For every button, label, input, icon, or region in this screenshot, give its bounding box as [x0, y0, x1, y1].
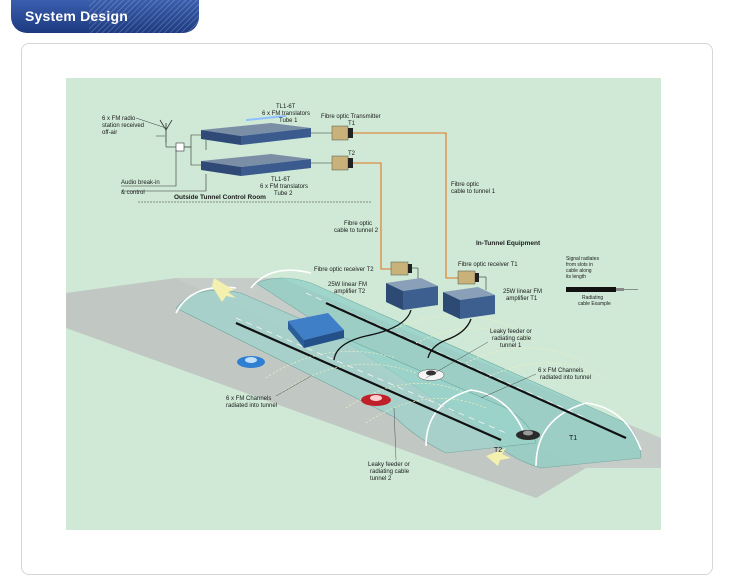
leaky-cable-2-label: Leaky feeder or radiating cable tunnel 2 — [368, 462, 411, 482]
amplifier-t2 — [386, 278, 438, 310]
control-room-label: Outside Tunnel Control Room — [174, 194, 266, 201]
fibre-transmitter-t1 — [331, 125, 353, 141]
fibre-cable-1-label: Fibre optic cable to tunnel 1 — [451, 182, 496, 195]
road-arrow-2 — [486, 448, 511, 466]
channels-t2-label: 6 x FM Channels radiated into tunnel — [226, 396, 277, 409]
tunnel-1-entrance — [535, 402, 642, 467]
translator-unit-2 — [201, 154, 311, 176]
receiver-t2-label: Fibre optic receiver T2 — [314, 267, 374, 273]
splitter-box — [175, 142, 185, 152]
fibre-receiver-t2 — [390, 261, 412, 276]
channels-t1-label: 6 x FM Channels radiated into tunnel — [538, 368, 591, 381]
car-icon-red — [361, 394, 391, 406]
diagram-svg: 6 x FM radio station received off-air Au… — [66, 104, 661, 498]
leaky-cable-tunnel-1 — [325, 301, 627, 440]
fibre-cable-to-tunnel-1 — [353, 132, 458, 279]
radiating-example-label: Radiating cable Example — [578, 295, 611, 307]
antenna-icon — [159, 119, 173, 143]
receiver-t1-label: Fibre optic receiver T1 — [458, 262, 518, 268]
translator-unit-1 — [201, 114, 311, 145]
road-arrow-1 — [212, 278, 236, 302]
radio-station-label: 6 x FM radio station received off-air — [102, 116, 146, 136]
section-tab: System Design — [11, 0, 199, 33]
car-icon-blue — [237, 356, 265, 368]
translator-2-label: TL1-6T 6 x FM translators Tube 2 — [260, 177, 310, 197]
leaky-cable-1-label: Leaky feeder or radiating cable tunnel 1 — [490, 329, 533, 349]
system-design-diagram: 6 x FM radio station received off-air Au… — [66, 78, 661, 530]
bus-icon — [288, 313, 344, 348]
signal-note-label: Signal radiates from slots in cable alon… — [566, 256, 600, 280]
radiating-cable-example — [566, 287, 638, 292]
fibre-transmitter-t2 — [331, 155, 353, 171]
tunnel-1-portal — [250, 269, 312, 289]
leaky-cable-tunnel-2 — [235, 321, 502, 442]
tunnel-2-entrance — [425, 389, 527, 447]
amplifier-t1 — [443, 287, 495, 319]
t2-label: T2 — [348, 151, 356, 157]
amp-t1-label: 25W linear FM amplifier T1 — [503, 289, 544, 302]
t1-label: T1 — [348, 121, 356, 127]
amp-t2-label: 25W linear FM amplifier T2 — [328, 282, 369, 295]
car-icon-dark — [516, 430, 540, 440]
translator-1-label: TL1-6T 6 x FM translators Tube 1 — [262, 104, 312, 124]
fibre-receiver-t1 — [457, 270, 479, 285]
fibre-cable-to-tunnel-2 — [353, 162, 391, 270]
fibre-transmitter-label: Fibre optic Transmitter — [321, 114, 381, 120]
audio-breakin-label: Audio break-in & control — [121, 180, 161, 196]
tunnel-t2-label: T2 — [494, 447, 502, 454]
tunnel-tube-2 — [175, 289, 537, 454]
section-title: System Design — [25, 8, 128, 24]
in-tunnel-equipment-label: In-Tunnel Equipment — [476, 240, 541, 247]
tunnel-t1-label: T1 — [569, 435, 577, 442]
fibre-cable-2-label: Fibre optic cable to tunnel 2 — [334, 221, 379, 234]
